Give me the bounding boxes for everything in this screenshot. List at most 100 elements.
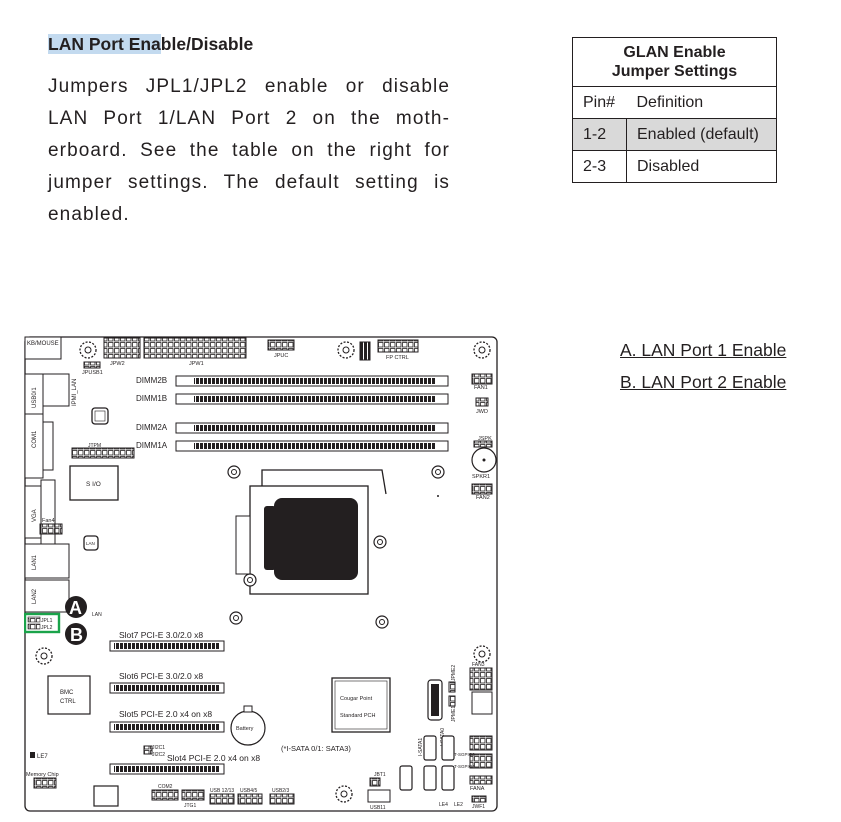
- jtpm-header: [71, 447, 135, 459]
- table-title-line1: GLAN Enable: [623, 44, 726, 61]
- le4-label: LE4: [439, 802, 448, 808]
- usb1213-label: USB 12/13: [210, 788, 234, 794]
- jpw1-label: JPW1: [189, 361, 204, 367]
- fan1-header: [471, 373, 493, 385]
- le2-label: LE2: [454, 802, 463, 808]
- tsgpio2-label: T-SGPIO2: [454, 752, 475, 757]
- standoff: [431, 465, 445, 479]
- usb1213-header: [209, 793, 235, 805]
- lan2-label: LAN2: [32, 588, 38, 604]
- table-header-row: Pin# Definition: [572, 86, 777, 119]
- fan2-header: [471, 483, 493, 495]
- tsgpio1-label: T-SGPIO1: [454, 764, 475, 769]
- row-definition: Enabled (default): [626, 118, 777, 151]
- memory-chip-label: Memory Chip: [26, 772, 59, 778]
- bmc-label-1: BMC: [60, 690, 74, 696]
- fan4-header: [39, 523, 63, 535]
- section-heading: LAN Port Enable/Disable: [48, 34, 253, 55]
- jpw2-label: JPW2: [110, 361, 125, 367]
- jpl2-label: JPL2: [41, 625, 53, 631]
- usb11-label: USB11: [370, 805, 386, 811]
- lan2-port: [24, 579, 70, 613]
- usb01-label: USB0/1: [32, 387, 38, 408]
- fan3-label: FAN3: [472, 662, 485, 668]
- slot4-label: Slot4 PCI-E 2.0 x4 on x8: [167, 753, 260, 763]
- sata-connector: [441, 735, 455, 761]
- pch-chip: [331, 677, 391, 733]
- jpl-highlight-box: [24, 612, 61, 634]
- callout-a: [65, 596, 87, 618]
- callout-b-letter: B: [70, 625, 83, 645]
- usb45-label: USB4/5: [240, 788, 257, 794]
- sata-connector: [441, 765, 455, 791]
- col-pin-header: Pin#: [572, 86, 627, 119]
- ji2c2-label: JI2C2: [152, 752, 165, 758]
- usb23-label: USB2/3: [272, 788, 289, 794]
- standoff: [373, 535, 387, 549]
- heading-rest: ble/Disable: [160, 34, 254, 54]
- lan1-label: LAN1: [32, 554, 38, 570]
- standoff: [229, 611, 243, 625]
- mount-hole: [79, 341, 97, 359]
- jpw1-connector: [143, 337, 247, 359]
- col-definition-header: Definition: [626, 86, 777, 119]
- sata-connector: [423, 735, 437, 761]
- mount-hole: [35, 647, 53, 665]
- sio-label: S I/O: [86, 481, 101, 488]
- sata-note: (*I-SATA 0/1: SATA3): [281, 744, 351, 753]
- ipmi-lan-label: IPMI_LAN: [72, 379, 78, 406]
- fana-header: [469, 775, 493, 785]
- slot5-label: Slot5 PCI-E 2.0 x4 on x8: [119, 709, 212, 719]
- com1-label: COM1: [32, 430, 38, 448]
- jpuc-connector: [267, 339, 295, 351]
- table-title: GLAN Enable Jumper Settings: [572, 37, 777, 87]
- dimm1a-label: DIMM1A: [136, 441, 168, 450]
- jumper-settings-table: GLAN Enable Jumper Settings Pin# Definit…: [572, 37, 777, 183]
- usb23-header: [269, 793, 295, 805]
- pch-label-2: Standard PCH: [340, 713, 375, 719]
- jpl2-jumper: [27, 623, 41, 630]
- spkr1-label: SPKR1: [472, 474, 490, 480]
- jpme1-label: JPME1: [451, 706, 457, 722]
- isata1-label: I-SATA1: [418, 738, 424, 756]
- lan-chip-label: LAN: [86, 541, 95, 546]
- section-paragraph: Jumpers JPL1/JPL2 enable or disable LAN …: [48, 76, 450, 225]
- row-pin: 2-3: [572, 150, 627, 183]
- com2-header: [151, 789, 179, 801]
- callout-a-letter: A: [69, 598, 82, 618]
- cpu-lga: [274, 498, 358, 580]
- slot6-label: Slot6 PCI-E 3.0/2.0 x8: [119, 671, 203, 681]
- slot7-label: Slot7 PCI-E 3.0/2.0 x8: [119, 630, 203, 640]
- fan4-label: Fan4: [42, 518, 55, 524]
- jspk-label: JSPK: [478, 436, 492, 442]
- heading-highlight: LAN Port Ena: [48, 34, 161, 54]
- bios-chip: [93, 785, 119, 807]
- jbt1-label: JBT1: [374, 772, 386, 778]
- mount-hole: [335, 785, 353, 803]
- jpusb1-label: JPUSB1: [82, 370, 103, 376]
- jpl1-jumper: [27, 616, 41, 623]
- jpusb1-jumper: [83, 361, 101, 369]
- fan1-label: FAN1: [474, 385, 488, 391]
- lan-small-label: LAN: [92, 612, 102, 618]
- jtpm-label: JTPM: [88, 443, 101, 449]
- super-io-chip: [69, 465, 119, 501]
- dimm2a-label: DIMM2A: [136, 423, 168, 432]
- jwd-label: JWD: [476, 409, 488, 415]
- standoff: [227, 465, 241, 479]
- com2-label: COM2: [158, 784, 173, 790]
- jumper-legend: A. LAN Port 1 Enable B. LAN Port 2 Enabl…: [620, 340, 786, 404]
- kb-mouse-label: KB/MOUSE: [27, 341, 59, 347]
- row-definition: Disabled: [626, 150, 777, 183]
- fpctrl-label: FP CTRL: [386, 355, 409, 361]
- usb11-port: [367, 789, 391, 803]
- jpuc-label: JPUC: [274, 353, 288, 359]
- ipmi-lan-port: [42, 373, 70, 407]
- jwf1-label: JWF1: [472, 804, 485, 810]
- jpl1-label: JPL1: [41, 618, 53, 624]
- mount-hole: [473, 645, 491, 663]
- callout-b: [65, 623, 87, 645]
- standoff: [375, 615, 389, 629]
- pch-label-1: Cougar Point: [340, 696, 373, 702]
- jpw2-connector: [103, 337, 141, 359]
